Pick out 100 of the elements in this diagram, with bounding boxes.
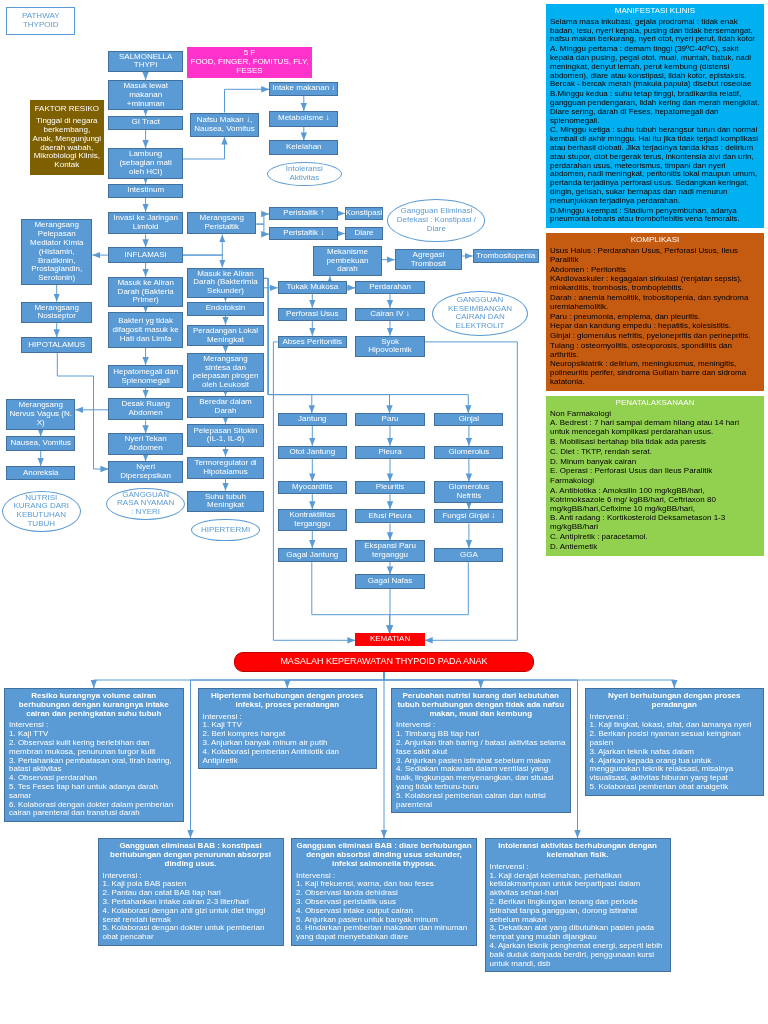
- arrow: [386, 458, 394, 482]
- arrow: [142, 453, 149, 462]
- source-box: 5 F FOOD, FINGER, FOMITUS, FLY, FESES: [187, 47, 312, 78]
- arrow: [222, 478, 229, 492]
- box-text: Intervensi :: [202, 712, 243, 722]
- box-text: 4. Ajarkan kepada orang tua untuk menggunakan teknik relaksasi, misalnya visualisasi, aktivitas hiburan yang tepat: [589, 756, 735, 783]
- arrow: [272, 341, 356, 644]
- process-box: Diare: [344, 227, 384, 240]
- box-text: 1. Kaji TTV: [202, 721, 243, 731]
- process-box: Syok Hipovolemik: [355, 335, 425, 358]
- arrow: [386, 493, 394, 510]
- outcome-box: KEMATIAN: [355, 633, 425, 647]
- box-text: 3. Observasi peristaltik usus: [296, 897, 398, 906]
- arrow: [386, 425, 394, 447]
- process-box: Glomerolus: [434, 445, 504, 459]
- process-box: Bakteri yg tidak difagosit masuk ke Hati dan Limfa: [108, 312, 183, 348]
- process-box: Pelepasan Sitokin (IL-1, IL-6): [187, 424, 264, 447]
- box-heading: Resiko kurangnya volume cairan berhubungan dengan kurangnya intake cairan dan peningkatan suhu tubuh: [17, 692, 170, 719]
- box-heading: Hipertermi berhubungan dengan proses infeksi, proses peradangan: [210, 692, 365, 710]
- process-box: Fungsi Ginjal ↓: [434, 509, 504, 524]
- box-text: 2. Pantau dan catat BAB tiap hari: [102, 889, 222, 898]
- arrow: [37, 450, 44, 467]
- care-plan-box: [391, 688, 571, 814]
- problem-oval: Gangguan Eliminasi Defekasi : Konstipasi / Diare: [387, 199, 486, 242]
- arrow: [309, 320, 316, 337]
- process-box: Ginjal: [434, 413, 504, 426]
- box-heading: KOMPLIKASI: [629, 236, 681, 245]
- box-text: 5. Kolaborasi pemberian obat analgetik: [589, 782, 730, 792]
- box-text: 1. Timbang BB tiap hari: [396, 730, 481, 739]
- process-box: Intake makanan ↓: [269, 81, 339, 96]
- box-text: Neuropsikiatrik : delirium, meningiusmus, meningitis, polineuritis perifer, sindroma Guillain barre dan sidroma katatonia.: [550, 360, 748, 387]
- box-text: 2. Berikan posisi nyaman sesuai keinginan pasien: [589, 730, 742, 748]
- process-box: Merangsang Peristaltik: [187, 211, 257, 235]
- arrow: [300, 95, 307, 112]
- arrow: [309, 458, 316, 482]
- arrow: [381, 256, 396, 263]
- box-text: Intervensi :: [489, 862, 530, 872]
- box-text: 6. Kolaborasi dengan dokter dalam pemberian cairan parenteral dan transfusi darah: [9, 800, 175, 819]
- process-box: Tukak Mukosa: [277, 281, 347, 295]
- title-box: PATHWAY THYPOID: [6, 7, 76, 36]
- box-text: Intervensi :: [589, 712, 630, 722]
- box-text: Tulang : osteomyolitis, osteoporosis, spondilitis dan arthritis.: [550, 341, 734, 360]
- arrow: [142, 197, 149, 213]
- process-box: Paru: [355, 413, 425, 426]
- box-text: 5. Tes Feses tiap hari untuk adanya darah samar: [9, 782, 159, 801]
- arrow: [224, 86, 270, 113]
- box-text: 3. Ajarkan teknik nafas dalam: [589, 747, 695, 756]
- process-box: Gagal Nafas: [355, 574, 425, 589]
- process-box: Beredar dalam Darah: [187, 396, 264, 418]
- process-box: Peristaltik ↓: [269, 227, 339, 240]
- box-text: 3. Anjurkan pasien istirahat sebelum makan: [396, 756, 552, 765]
- arrow: [222, 416, 229, 425]
- problem-oval: GANGGUAN KESEIMBANGAN CAIRAN DAN ELEKTROLIT: [432, 290, 528, 337]
- arrow: [255, 223, 270, 238]
- care-plan-box: [291, 838, 477, 946]
- box-text: Darah : anemia hemolitik, trobositopenia, dan syndroma uremiahemolitik.: [550, 293, 750, 312]
- arrow: [386, 561, 394, 575]
- process-box: Perdarahan: [355, 281, 425, 295]
- process-box: Nausea, Vomitus: [6, 436, 76, 451]
- process-box: Masuk lewat makanan +minuman: [108, 79, 183, 111]
- arrow: [336, 210, 346, 217]
- process-box: Trombositopenia: [472, 248, 539, 264]
- box-text: 1. Kaji pola BAB pasien: [102, 880, 188, 890]
- process-box: GI Tract: [108, 115, 183, 130]
- problem-oval: Intoleransi Aktivitas: [267, 162, 342, 187]
- process-box: Lambung (sebagian mati oleh HCl): [108, 148, 183, 179]
- box-text: Intervensi :: [296, 871, 337, 881]
- arrow: [222, 315, 229, 326]
- box-text: 2. Anjurkan tirah baring / batasi aktivitas selama fase sakit akut: [396, 738, 566, 757]
- problem-oval: HIPERTERMI: [191, 518, 260, 542]
- info-panel: [546, 233, 764, 391]
- process-box: Cairan IV ↓: [355, 307, 425, 321]
- box-text: E. Operasi : Perforasi Usus dan Ileus Paralitik: [550, 467, 714, 477]
- arrow: [386, 561, 469, 634]
- arrow: [142, 129, 149, 149]
- box-text: 5. Kolaborasi dengan dokter untuk pemberian obat pencahar: [102, 924, 266, 942]
- arrow: [142, 387, 149, 399]
- box-text: B. Mobilisasi bertahap bila tidak ada paresis: [550, 438, 708, 447]
- process-box: Nafsu Makan ↓, Nausea, Vomitus: [190, 112, 259, 137]
- process-box: Metabolisme ↓: [269, 110, 339, 127]
- process-box: Perforasi Usus: [277, 307, 347, 321]
- arrow: [142, 233, 149, 248]
- process-box: Anoreksia: [6, 465, 76, 481]
- arrow: [91, 251, 109, 259]
- care-plan-box: [584, 688, 764, 796]
- process-box: Suhu tubuh Meningkat: [187, 490, 264, 513]
- box-text: 3. Pertahankan intake cairan 2-3 liter/hari: [102, 897, 250, 907]
- box-text: 2. Observasi tanda dehidrasi: [296, 889, 399, 898]
- box-text: 1. Kaji TTV: [9, 730, 50, 739]
- arrow: [346, 284, 356, 291]
- process-box: Hepatomegali dan Splenomegali: [108, 365, 183, 388]
- process-box: Merangsang Pelepasan Mediator Kimia (Histamin, Bradikinin, Prostaglandin, Serotonin): [21, 219, 93, 285]
- box-text: Intervensi :: [9, 721, 50, 731]
- process-box: Gagal Jantung: [277, 548, 347, 563]
- problem-oval: GANGGUAN RASA NYAMAN : NYERI: [106, 487, 186, 520]
- box-text: D. Minum banyak cairan: [550, 457, 638, 467]
- arrow: [222, 446, 229, 458]
- process-box: Kelelahan: [269, 140, 339, 155]
- box-text: 1. Kaji tingkat, lokasi, sifat, dan lamanya nyeri: [589, 721, 753, 731]
- process-box: Jantung: [277, 413, 347, 426]
